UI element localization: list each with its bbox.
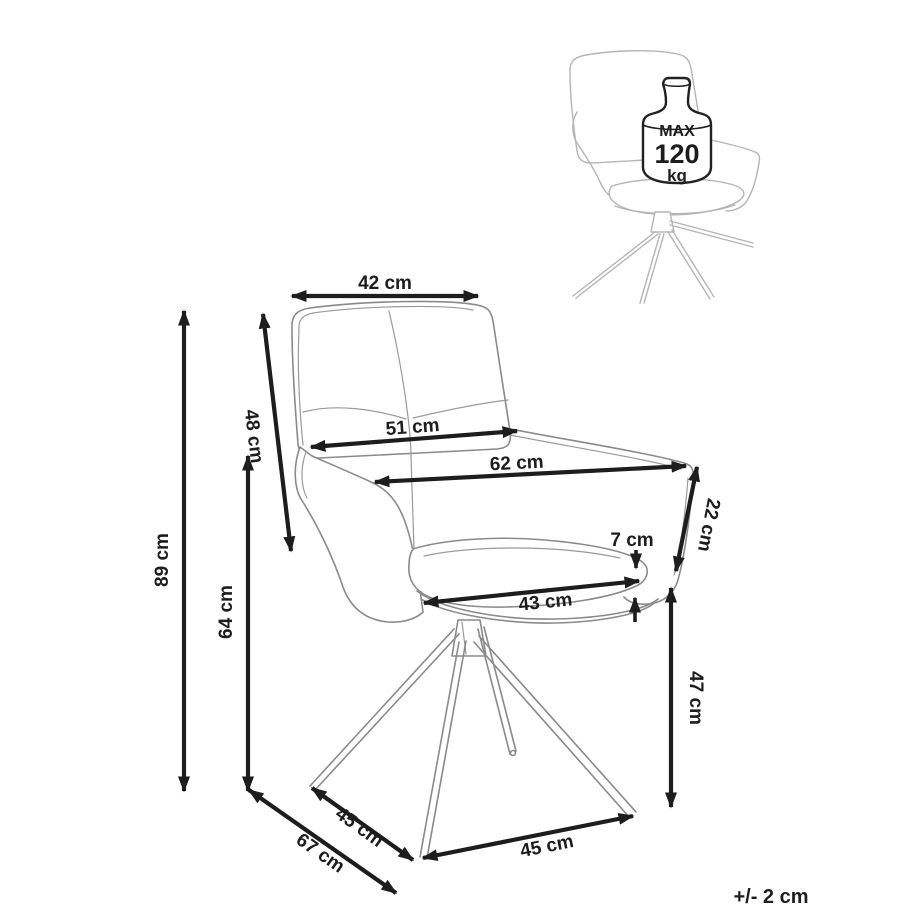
left-armrest-piping bbox=[301, 451, 308, 499]
dimension-cushion-thickness: 7 cm bbox=[610, 530, 654, 622]
mini-seat-rim bbox=[614, 204, 736, 215]
dim-label: 7 cm bbox=[610, 530, 653, 551]
dim-label: 67 cm bbox=[292, 829, 348, 877]
backrest-horizontal-seam-left bbox=[302, 407, 407, 420]
dimension-seat-height: 47 cm bbox=[665, 586, 706, 809]
dim-label: 43 cm bbox=[518, 589, 574, 615]
dim-arrow bbox=[247, 788, 398, 895]
dim-label: 47 cm bbox=[685, 671, 706, 725]
backrest-piping-left bbox=[297, 330, 304, 446]
leg-back-left bbox=[309, 628, 460, 791]
dim-label: 48 cm bbox=[240, 408, 267, 464]
dimension-base-width-front: 45 cm bbox=[421, 812, 635, 862]
weight-bottle bbox=[641, 76, 713, 185]
backrest-piping-top bbox=[298, 305, 474, 332]
dim-arrow bbox=[373, 460, 688, 488]
dim-label: 42 cm bbox=[358, 273, 412, 294]
dim-arrow bbox=[421, 812, 635, 862]
dim-arrow bbox=[309, 426, 519, 452]
mini-swivel-hub bbox=[650, 211, 675, 233]
dim-label: 51 cm bbox=[385, 415, 440, 440]
backrest-lower-seam bbox=[410, 455, 415, 550]
dim-label: 64 cm bbox=[216, 585, 237, 639]
dim-label: 22 cm bbox=[693, 497, 724, 554]
left-armrest-outline bbox=[294, 446, 424, 623]
dim-label: 89 cm bbox=[152, 533, 173, 587]
max-weight-line1: MAX bbox=[659, 123, 695, 140]
dimension-overall-height: 89 cm bbox=[152, 309, 190, 793]
weight-bottle-mouth-line bbox=[662, 83, 691, 88]
dim-arrow bbox=[258, 312, 296, 553]
seat-cushion-seam bbox=[423, 547, 621, 559]
backrest-horizontal-seam-right bbox=[412, 399, 509, 419]
leg-front-right bbox=[473, 635, 637, 819]
mini-right-armrest bbox=[701, 137, 761, 212]
dimension-armrest-height: 64 cm bbox=[216, 454, 254, 793]
max-weight-line3: kg bbox=[667, 166, 687, 185]
tolerance-note: +/- 2 cm bbox=[733, 886, 808, 908]
dim-arrow bbox=[672, 465, 701, 573]
leg-front bbox=[419, 640, 467, 859]
dimension-back-top-width: 42 cm bbox=[290, 273, 480, 302]
max-load-figure: MAX 120 kg bbox=[569, 50, 761, 304]
leg-back-right bbox=[477, 626, 517, 757]
dim-label: 62 cm bbox=[489, 452, 544, 476]
mini-legs bbox=[572, 220, 754, 304]
max-weight-line2: 120 bbox=[654, 139, 699, 169]
weight-bottle-shoulder-line bbox=[642, 124, 712, 131]
dim-arrow bbox=[422, 576, 641, 608]
dim-label: 45 cm bbox=[331, 803, 387, 851]
dimension-seat-back-width: 51 cm bbox=[309, 415, 519, 452]
dimension-overall-width: 62 cm bbox=[373, 452, 688, 488]
